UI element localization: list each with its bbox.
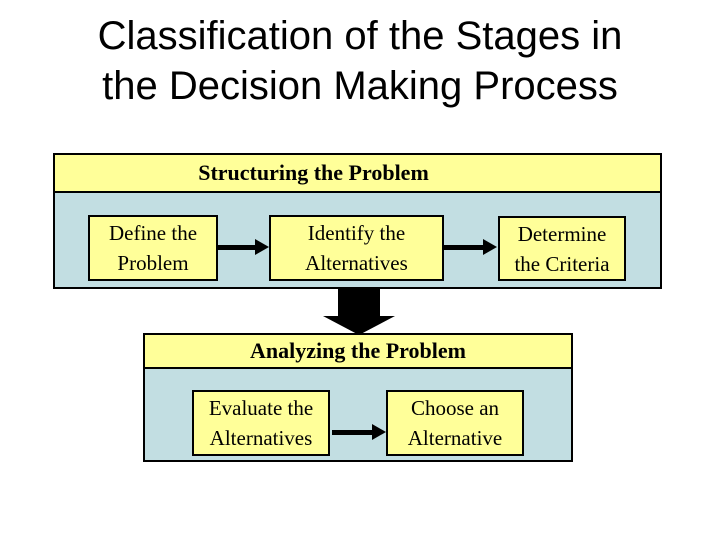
slide-title-line-1: Classification of the Stages in [97, 14, 623, 58]
slide-title: Classification of the Stages in the Deci… [0, 11, 720, 111]
arrow-head-icon [483, 239, 497, 255]
node-evaluate-alternatives-line-1: Evaluate the [208, 396, 314, 420]
node-choose-alternative-line-1: Choose an [410, 396, 500, 420]
node-define-problem: Define the Problem [88, 215, 218, 281]
node-determine-criteria: Determine the Criteria [498, 216, 626, 281]
node-choose-alternative-line-2: Alternative [407, 426, 503, 450]
panel-structuring-header: Structuring the Problem [55, 155, 660, 193]
node-evaluate-alternatives-line-2: Alternatives [209, 426, 313, 450]
arrow-evaluate-to-choose [332, 424, 386, 440]
arrow-stem [332, 429, 373, 435]
panel-structuring-header-label: Structuring the Problem [198, 160, 429, 185]
node-identify-alternatives-line-1: Identify the [307, 221, 406, 245]
arrow-head-icon [372, 424, 386, 440]
node-determine-criteria-line-2: the Criteria [514, 251, 610, 276]
arrow-define-to-identify [218, 239, 269, 255]
arrow-stem [218, 244, 256, 250]
arrow-stem [444, 244, 484, 250]
node-choose-alternative: Choose an Alternative [386, 390, 524, 456]
node-identify-alternatives: Identify the Alternatives [269, 215, 444, 281]
big-arrow-stem [338, 288, 380, 317]
panel-analyzing-header-label: Analyzing the Problem [250, 338, 466, 363]
panel-analyzing-header: Analyzing the Problem [145, 335, 571, 369]
node-define-problem-line-1: Define the [108, 221, 198, 245]
node-evaluate-alternatives: Evaluate the Alternatives [192, 390, 330, 456]
arrow-head-icon [255, 239, 269, 255]
arrow-identify-to-determine [444, 239, 497, 255]
slide-title-line-2: the Decision Making Process [102, 64, 618, 108]
node-identify-alternatives-line-2: Alternatives [305, 251, 408, 275]
node-determine-criteria-line-1: Determine [517, 221, 607, 246]
node-define-problem-line-2: Problem [117, 251, 189, 275]
big-arrow-head-icon [323, 316, 395, 335]
